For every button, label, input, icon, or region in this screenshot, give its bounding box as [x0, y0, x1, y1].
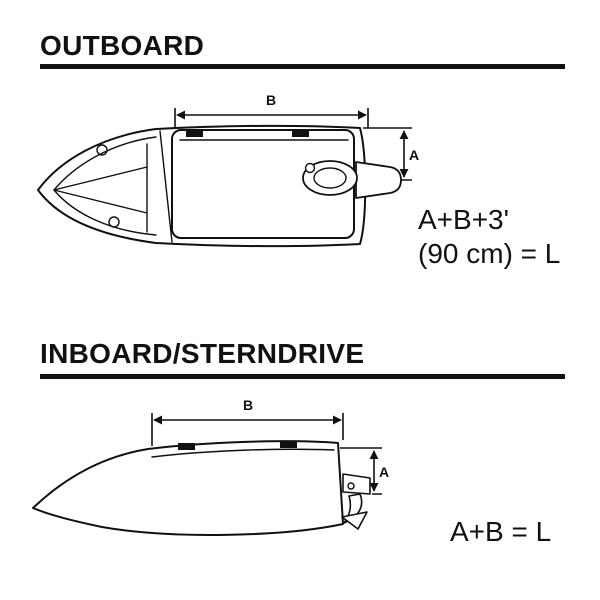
- dimension-a-extension-lines: [340, 447, 382, 495]
- outboard-dim-a-label: A: [409, 147, 419, 163]
- sterndrive-bracket: [342, 473, 371, 495]
- inboard-dim-a-label: A: [379, 464, 389, 480]
- outboard-dimensions: [174, 108, 412, 181]
- inboard-boat-drawing: [32, 440, 371, 536]
- deck-fitting-circle: [108, 216, 120, 228]
- deck-fitting-circle: [96, 144, 108, 156]
- gunwale-line: [151, 448, 335, 458]
- inboard-formula-line1: A+B = L: [450, 516, 552, 547]
- outboard-formula: A+B+3' (90 cm) = L: [418, 203, 560, 271]
- outboard-divider: [40, 64, 565, 69]
- sterndrive-skeg: [341, 511, 368, 530]
- inboard-diagram: B A: [32, 398, 389, 536]
- inboard-divider: [40, 374, 565, 379]
- inboard-dimensions: [151, 413, 382, 495]
- bow-deck-seam-lines: [53, 166, 148, 214]
- outboard-boat-drawing: [37, 124, 402, 248]
- outboard-diagram: B A: [37, 92, 419, 248]
- outboard-motor-cowl: [355, 161, 402, 199]
- windshield-line: [159, 130, 173, 243]
- outboard-formula-line2: (90 cm) = L: [418, 238, 561, 269]
- inboard-dim-b-label: B: [243, 398, 253, 413]
- outboard-dim-b-label: B: [266, 92, 276, 108]
- deck-cleat: [292, 129, 309, 137]
- inboard-title: INBOARD/STERNDRIVE: [40, 338, 365, 369]
- outboard-formula-line1: A+B+3': [418, 204, 509, 235]
- dimension-a-extension-lines: [363, 127, 412, 181]
- sterndrive-detail-circle: [347, 482, 355, 490]
- dimension-b-extension-lines: [151, 413, 344, 446]
- deck-cleat: [178, 443, 195, 450]
- motor-detail-circle: [304, 162, 316, 174]
- dimension-b-extension-lines: [174, 108, 369, 128]
- deck-cleat: [186, 129, 203, 137]
- outboard-title: OUTBOARD: [40, 30, 205, 61]
- inboard-formula: A+B = L: [450, 515, 551, 549]
- outboard-motor-head-inner: [313, 167, 347, 189]
- deck-cleat: [280, 441, 297, 448]
- hull-profile-outline: [32, 440, 344, 536]
